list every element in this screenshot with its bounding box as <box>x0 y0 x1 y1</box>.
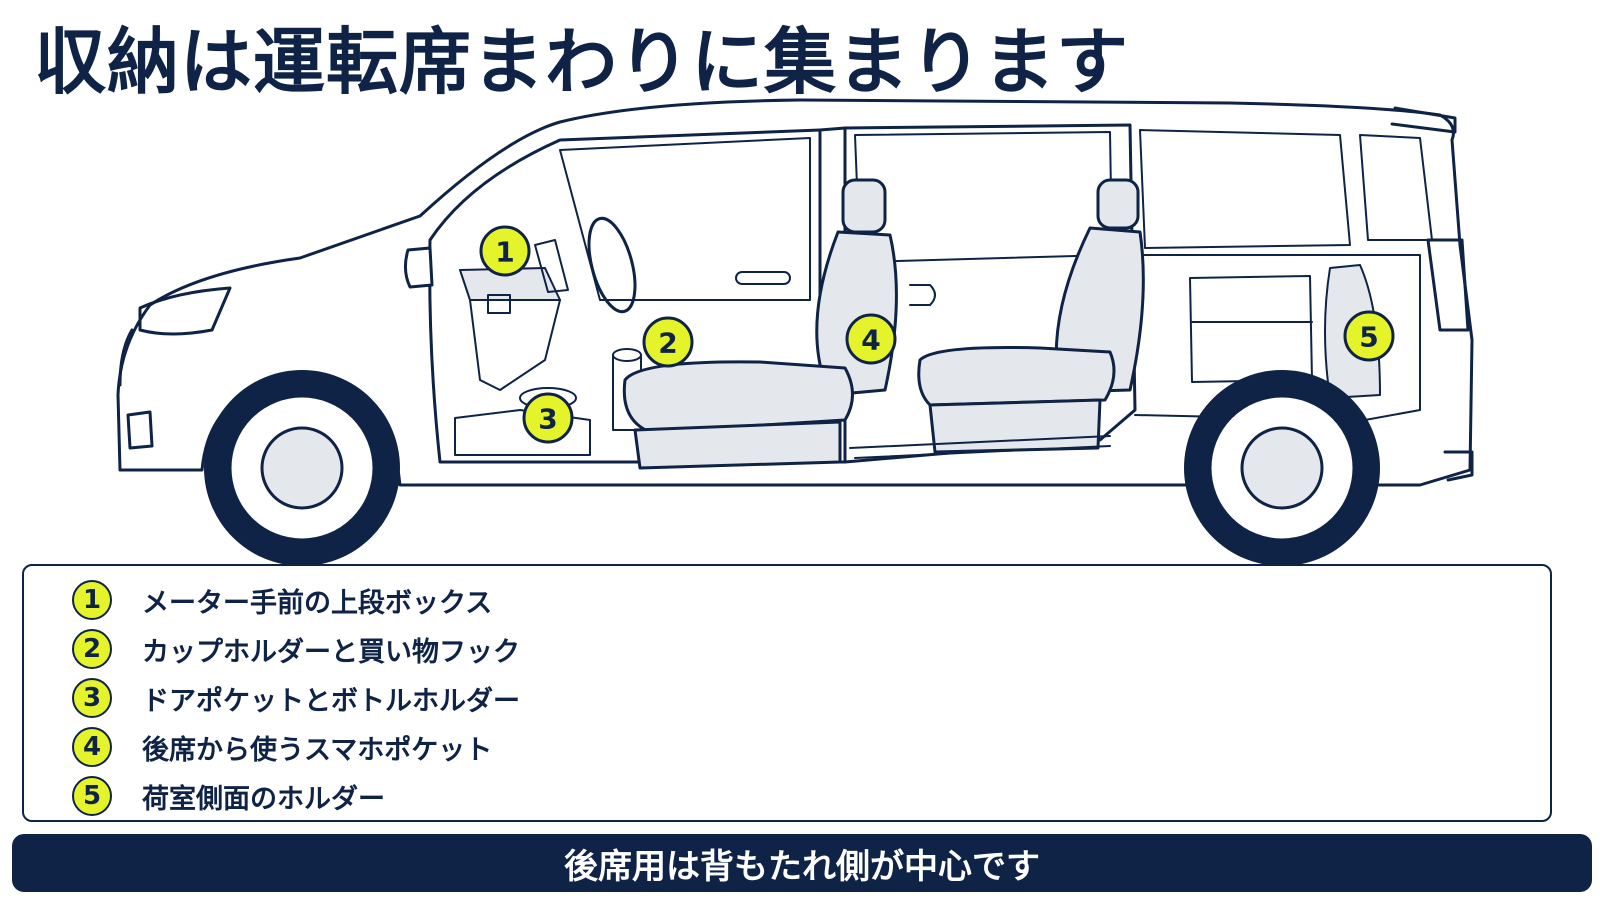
legend-label: カップホルダーと買い物フック <box>142 636 520 668</box>
headlight <box>138 286 232 336</box>
legend-item-1: 1 メーター手前の上段ボックス <box>72 576 492 624</box>
callout-number-5: 5 <box>1359 321 1378 354</box>
callout-4: 4 <box>845 313 897 365</box>
legend-label: 荷室側面のホルダー <box>142 783 385 815</box>
legend-item-2: 2 カップホルダーと買い物フック <box>72 625 520 673</box>
callout-5: 5 <box>1343 310 1395 362</box>
callout-1: 1 <box>479 225 531 277</box>
callout-3: 3 <box>522 392 574 444</box>
legend-item-3: 3 ドアポケットとボトルホルダー <box>72 674 520 722</box>
callout-2: 2 <box>642 316 694 368</box>
callout-number-4: 4 <box>861 324 880 357</box>
legend-panel: 1 メーター手前の上段ボックス 2 カップホルダーと買い物フック 3 ドアポケッ… <box>22 564 1552 822</box>
page-title: 収納は運転席まわりに集まります <box>34 20 1130 104</box>
callout-number-1: 1 <box>495 236 514 269</box>
front-door-opening <box>428 128 822 464</box>
number-badge: 5 <box>72 776 112 816</box>
number-badge: 1 <box>72 580 112 620</box>
callout-number-2: 2 <box>658 327 677 360</box>
footer-banner: 後席用は背もたれ側が中心です <box>12 834 1592 892</box>
number-badge: 3 <box>72 678 112 718</box>
legend-item-4: 4 後席から使うスマホポケット <box>72 723 492 771</box>
number-badge: 4 <box>72 727 112 767</box>
rear-seat <box>917 178 1145 454</box>
front-wheel <box>204 370 400 566</box>
legend-label: ドアポケットとボトルホルダー <box>142 685 520 717</box>
legend-label: 後席から使うスマホポケット <box>142 734 493 766</box>
legend-item-5: 5 荷室側面のホルダー <box>72 772 385 820</box>
callout-number-3: 3 <box>538 403 557 436</box>
footer-text: 後席用は背もたれ側が中心です <box>564 846 1040 887</box>
rear-wheel <box>1184 370 1380 566</box>
legend-label: メーター手前の上段ボックス <box>142 587 493 619</box>
number-badge: 2 <box>72 629 112 669</box>
